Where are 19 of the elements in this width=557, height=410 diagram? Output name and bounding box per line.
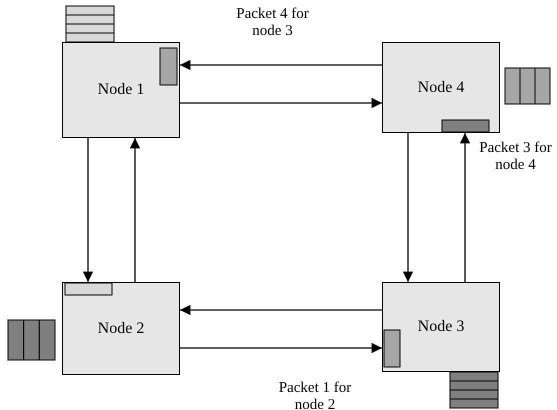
node-label: Node 2 [98,320,144,338]
node-label: Node 3 [418,318,464,336]
node-label: Node 4 [418,78,464,96]
arrow [460,133,470,282]
arrow [82,138,94,282]
node-box [62,282,180,375]
arrow [180,98,382,108]
packet-note: Packet 4 for node 3 [235,6,310,40]
node-box [382,282,500,372]
node-box [62,42,180,138]
packet-note: Packet 1 for node 2 [278,380,352,410]
node-box [382,42,500,133]
arrow [130,138,140,282]
arrow [180,304,382,316]
arrow [180,342,382,354]
node-label: Node 1 [98,81,144,99]
packet-note: Packet 3 for node 4 [478,140,553,174]
arrow [180,60,382,70]
arrow [402,133,414,282]
